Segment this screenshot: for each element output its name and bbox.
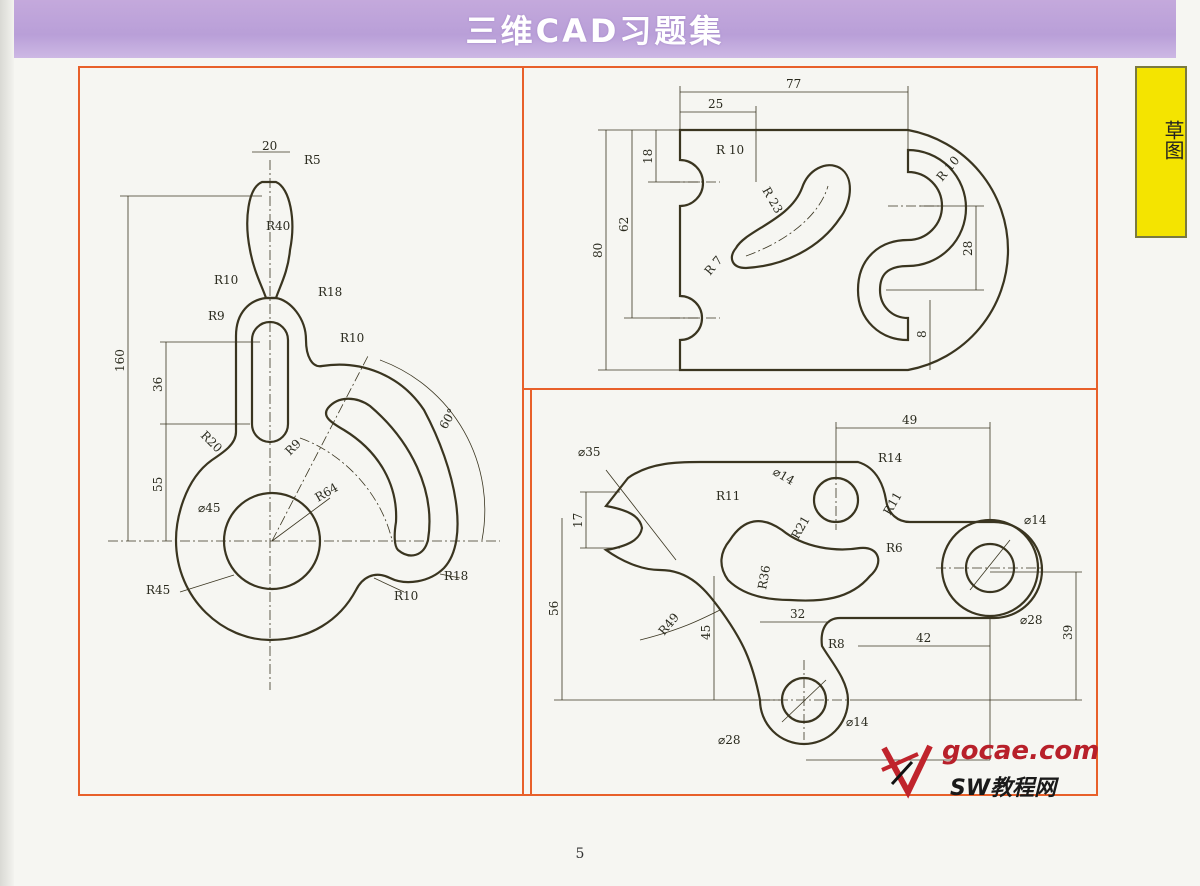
dim-phi14-right: ⌀14: [1024, 513, 1047, 527]
dim-25: 25: [708, 97, 723, 111]
dim-r14: R14: [878, 451, 903, 465]
watermark-logo-icon: [881, 744, 933, 799]
dim-r8: R8: [828, 637, 845, 651]
frame-divider-vertical-inner: [530, 390, 532, 794]
dim-r21: R21: [788, 513, 812, 541]
dim-49: 49: [902, 413, 917, 427]
dim-r36: R36: [755, 564, 773, 590]
dim-r11-left: R11: [716, 489, 740, 503]
dim-80: 80: [591, 243, 605, 258]
drawing-2-centerlines: [670, 181, 940, 319]
dim-28: 28: [961, 241, 975, 256]
dim-phi28-right: ⌀28: [1020, 613, 1043, 627]
frame-divider-horizontal: [524, 388, 1096, 390]
dim-60-degree: 60°: [436, 406, 459, 431]
dim-32: 32: [790, 607, 805, 621]
page-binding-shadow: [0, 0, 14, 886]
dim-r10-bottom: R10: [394, 589, 418, 603]
header-band: 三维CAD习题集: [14, 0, 1176, 58]
dim-77: 77: [786, 77, 801, 91]
dim-62: 62: [617, 217, 631, 232]
dim-r23: R 23: [759, 185, 785, 216]
dim-36: 36: [151, 377, 165, 392]
drawing-2-dimension-texts: 77 25 R 10 18 R 23 62 80 R 7 R 10 28 8: [591, 77, 975, 338]
drawing-3-outline: [603, 460, 1044, 746]
dim-r9-arc: R9: [282, 436, 304, 458]
dim-phi45: ⌀45: [198, 501, 221, 515]
dim-r9-slot: R9: [208, 309, 225, 323]
dim-r6: R6: [886, 541, 903, 555]
dim-8: 8: [915, 330, 929, 338]
dim-r7: R 7: [702, 253, 726, 278]
frame-divider-vertical: [522, 68, 524, 794]
drawing-3-dimension-lines: [554, 422, 1082, 761]
dim-r18-top: R18: [318, 285, 342, 299]
dim-20: 20: [262, 139, 277, 153]
dim-56: 56: [547, 601, 561, 616]
dim-phi28-bottom: ⌀28: [718, 733, 741, 747]
drawing-1-dimension-lines: [120, 151, 486, 593]
dim-r49: R49: [656, 610, 682, 638]
dim-r10-right: R10: [340, 331, 364, 345]
drawing-1-outline: [174, 180, 459, 642]
dim-18: 18: [641, 149, 655, 164]
dim-45: 45: [699, 625, 713, 640]
side-tab-sketch: 草图: [1135, 66, 1187, 238]
dim-39: 39: [1061, 625, 1075, 640]
dim-r5: R5: [304, 153, 321, 167]
dim-r20: R20: [198, 428, 225, 455]
dim-r40: R40: [266, 219, 290, 233]
dim-r18-bottom: R18: [444, 569, 468, 583]
dim-r10-left: R 10: [716, 143, 744, 157]
watermark-subtitle: SW教程网: [950, 776, 1057, 801]
dim-160: 160: [113, 349, 127, 372]
page-title: 三维CAD习题集: [465, 12, 725, 50]
drawing-frame: [78, 66, 1098, 796]
drawing-1-centerlines: [108, 160, 500, 690]
page-number: 5: [575, 846, 585, 862]
drawing-1-dimension-texts: 20 R5 R40 R10 R18 R9 R10 160 36 R20 R9 6…: [113, 139, 468, 603]
side-tab-label: 草图: [1161, 120, 1185, 160]
dim-r10-neck: R10: [214, 273, 238, 287]
dim-17: 17: [571, 513, 585, 528]
drawing-2-outline: [678, 128, 1010, 372]
dim-phi14-top: ⌀14: [771, 464, 798, 488]
dim-r45: R45: [146, 583, 170, 597]
dim-phi35: ⌀35: [578, 445, 601, 459]
dim-phi14-bottom: ⌀14: [846, 715, 869, 729]
drawing-3-centerlines: [760, 470, 1044, 740]
drawing-2-dimension-lines: [598, 86, 984, 371]
watermark-site: gocae.com: [942, 736, 1100, 766]
dim-55: 55: [151, 477, 165, 492]
dim-42: 42: [916, 631, 931, 645]
